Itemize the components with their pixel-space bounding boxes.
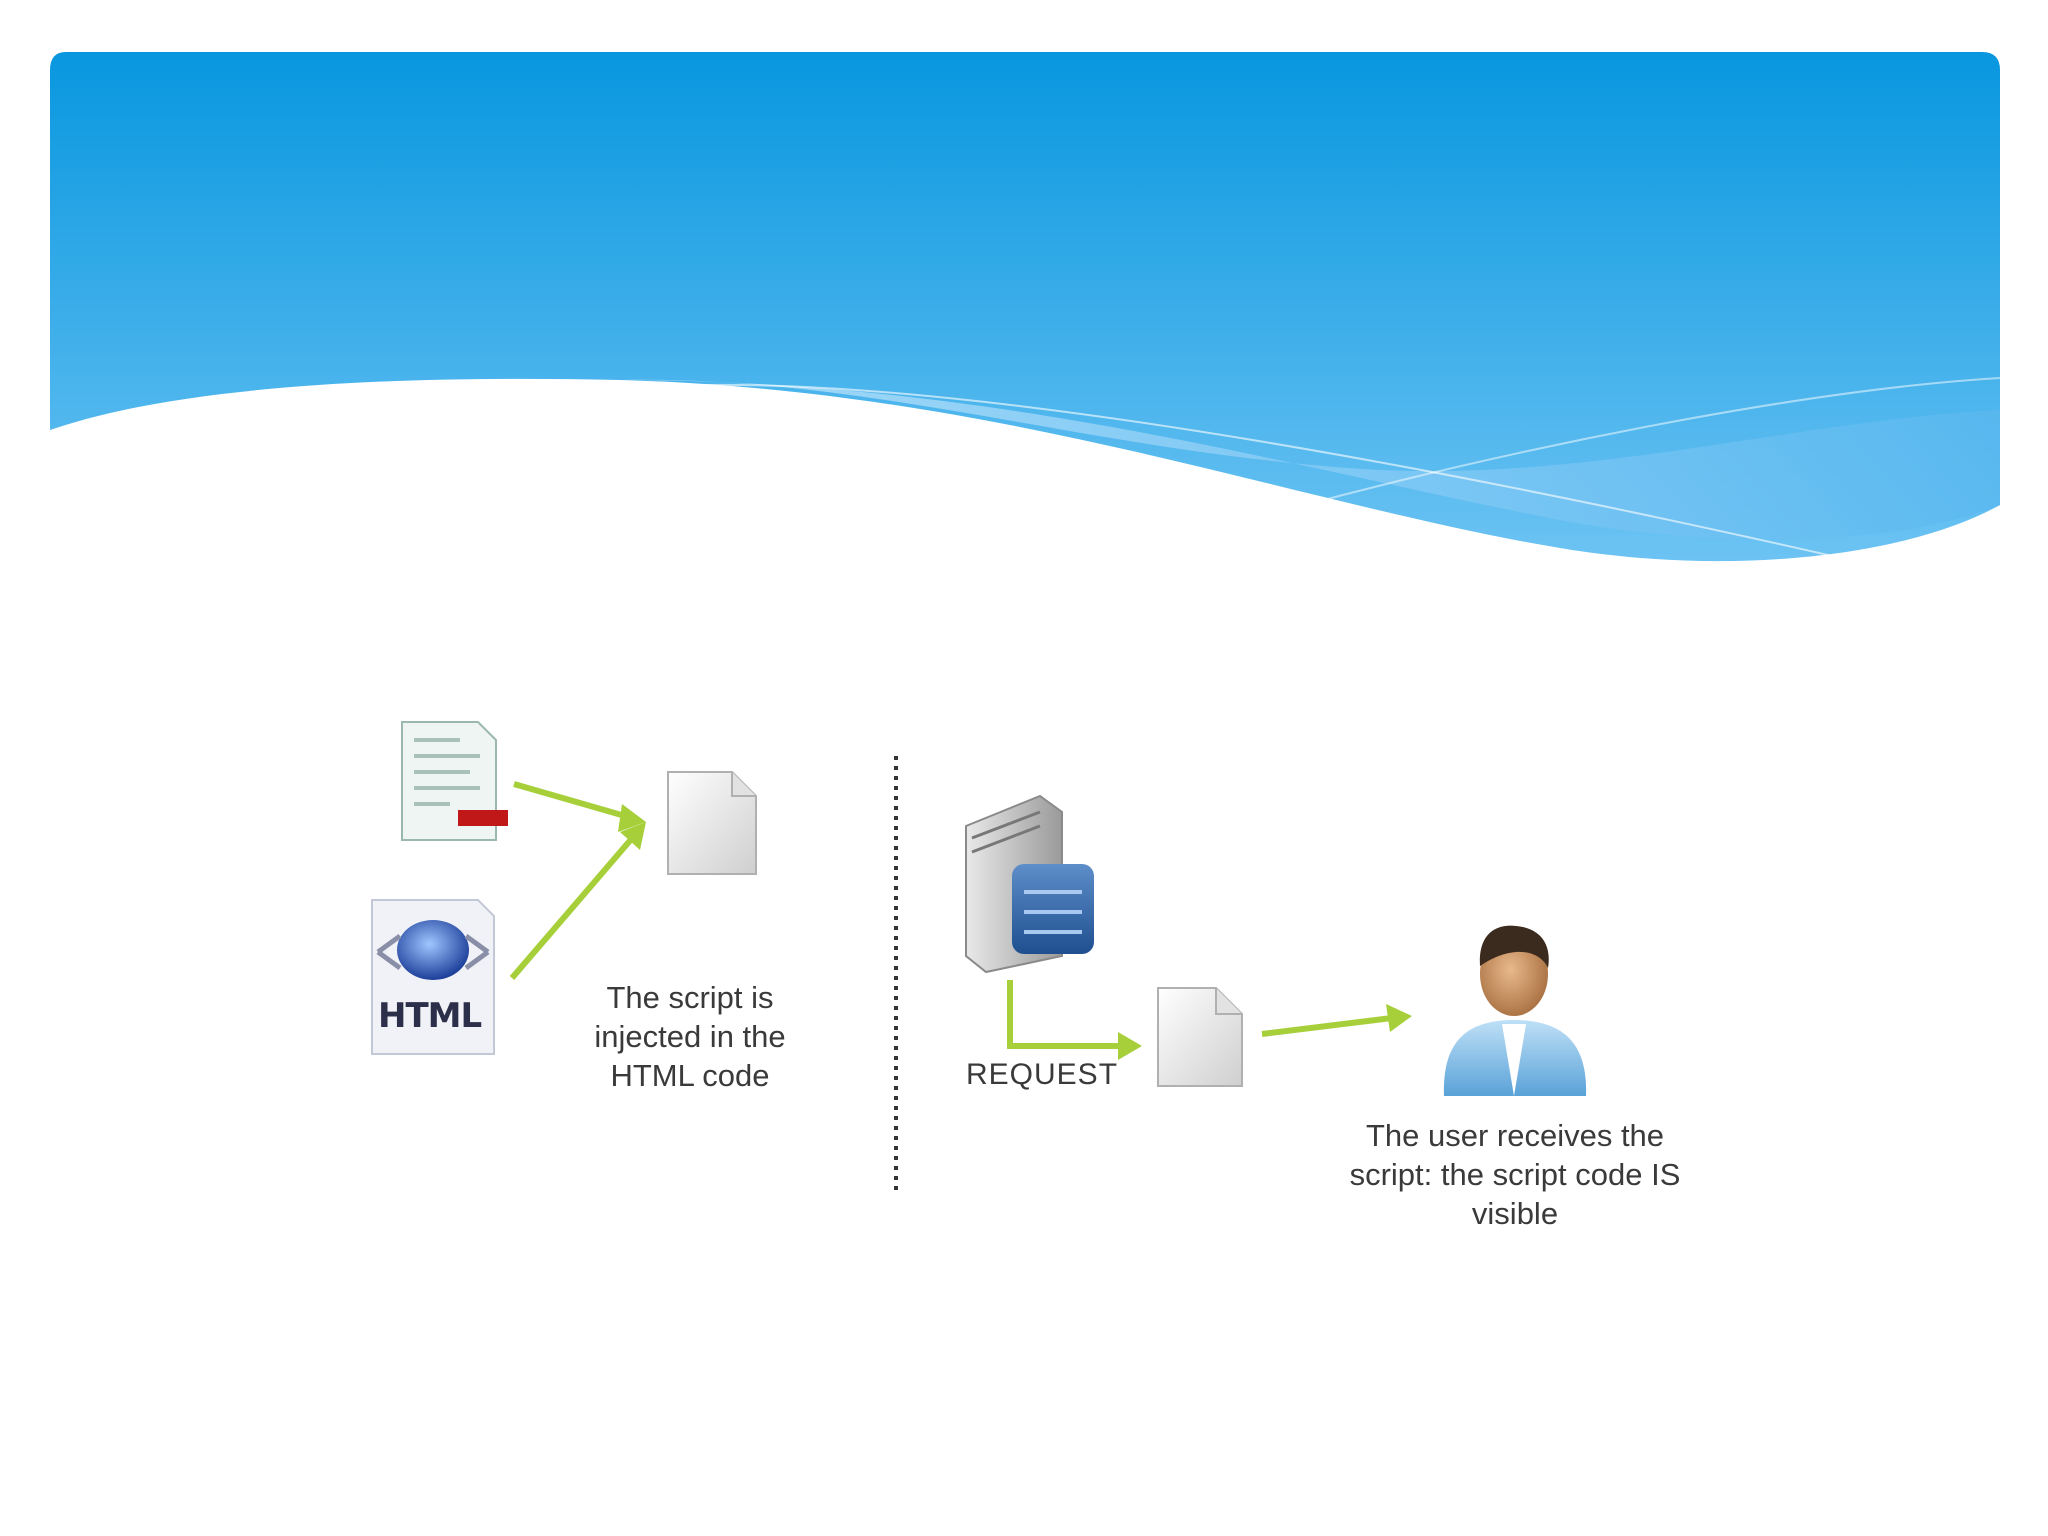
header-band [50,52,2001,562]
left-caption: The script is injected in the HTML code [594,980,786,1093]
right-caption: The user receives the script: the script… [1349,1118,1681,1231]
arrow-server-to-doc [1007,980,1142,1060]
blank-document-icon-right [1157,987,1243,1087]
html-globe-icon [371,899,495,1055]
request-label: REQUEST [966,1058,1119,1091]
server-icon [965,794,1094,974]
arrow-doc-to-user [1261,1004,1412,1037]
html-label: HTML [378,996,482,1036]
header-background [50,52,2000,562]
header-wave-line-2 [1249,377,2001,521]
arrow-html-to-doc [509,822,646,980]
arrow-script-to-doc [513,781,646,832]
header-wave-light [620,379,2000,540]
script-document-icon [401,721,508,841]
blank-document-icon-left [667,771,757,875]
user-icon [1443,925,1587,1096]
header-wave-line [699,383,1851,561]
